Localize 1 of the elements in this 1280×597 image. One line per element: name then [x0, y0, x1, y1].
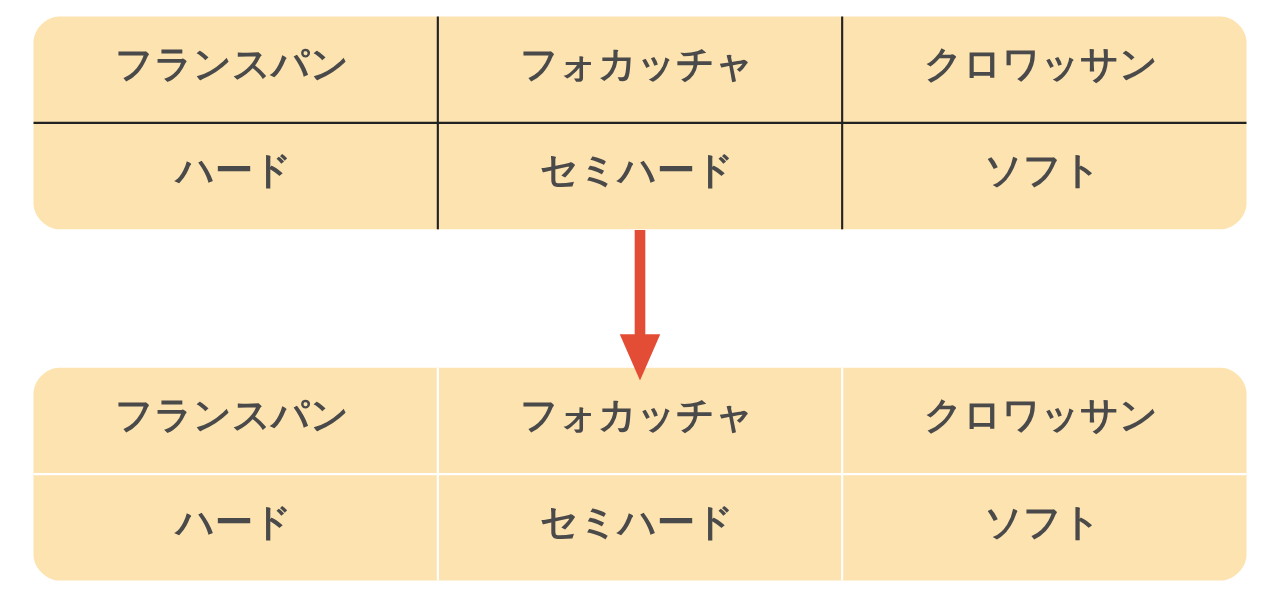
arrow: [619, 230, 661, 381]
